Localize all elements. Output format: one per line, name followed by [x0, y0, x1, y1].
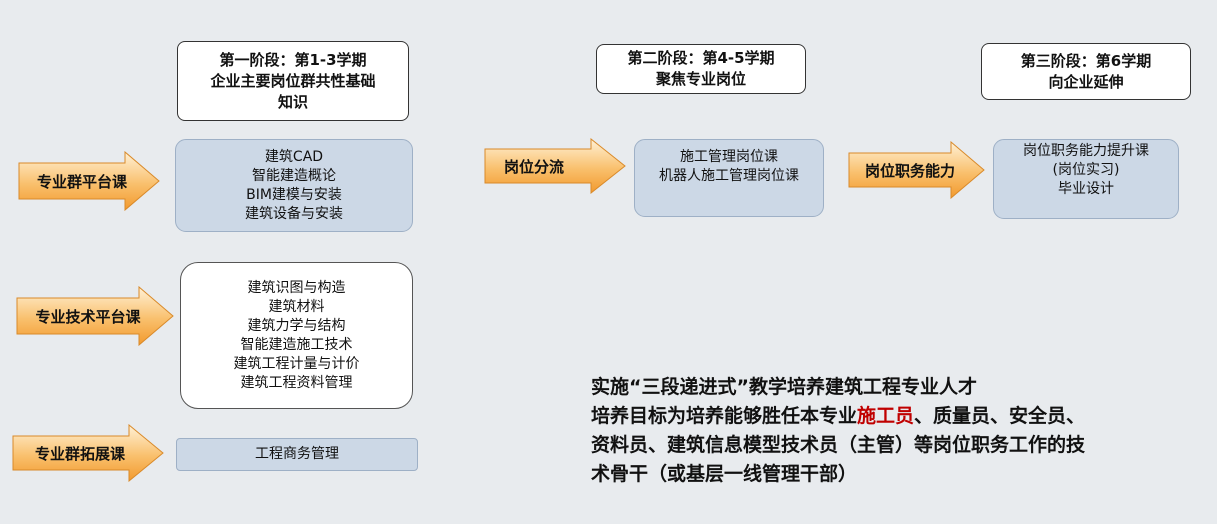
- course-item: 建筑CAD: [264, 148, 324, 165]
- summary-line-2-pre: 培养目标为培养能够胜任本专业: [591, 405, 858, 427]
- platform-course-arrow: 专业群平台课: [18, 151, 160, 211]
- course-item: 工程商务管理: [255, 446, 339, 462]
- stage-2-title: 第二阶段：第4-5学期: [627, 49, 775, 67]
- arrow-shape: [18, 151, 160, 211]
- course-item: 机器人施工管理岗位课: [659, 168, 799, 184]
- stage-1-subtitle-cont: 知识: [277, 92, 308, 111]
- arrow-shape: [12, 424, 164, 482]
- stage-3-title: 第三阶段：第6学期: [1020, 51, 1152, 70]
- course-item: 建筑材料: [268, 298, 325, 315]
- arrow-shape: [484, 138, 626, 194]
- arrow-shape: [16, 286, 174, 346]
- summary-line-2-post: 、质量员、安全员、: [914, 405, 1086, 427]
- stage-3-box: 第三阶段：第6学期 向企业延伸: [981, 43, 1191, 100]
- expand-course-label: 专业群拓展课: [34, 444, 125, 463]
- summary-line-1: 实施“三段递进式”教学培养建筑工程专业人才: [591, 376, 977, 398]
- stage-2-box: 第二阶段：第4-5学期 聚焦专业岗位: [596, 44, 806, 94]
- stage-2-subtitle: 聚焦专业岗位: [655, 70, 746, 88]
- summary-line-2: 培养目标为培养能够胜任本专业施工员、质量员、安全员、: [591, 402, 1211, 431]
- course-item: 智能建造施工技术: [240, 336, 353, 353]
- ability-arrow: 岗位职务能力: [848, 141, 985, 199]
- stage-2-courses-box: 施工管理岗位课 机器人施工管理岗位课: [634, 139, 824, 217]
- stage-1-title: 第一阶段：第1-3学期: [219, 50, 367, 69]
- course-item: 建筑工程计量与计价: [233, 355, 360, 372]
- course-item: 建筑工程资料管理: [240, 374, 353, 391]
- platform-course-label: 专业群平台课: [36, 172, 127, 191]
- divert-arrow: 岗位分流: [484, 138, 626, 194]
- expand-courses-box: 工程商务管理: [176, 438, 418, 471]
- arrow-shape: [848, 141, 985, 199]
- tech-course-label: 专业技术平台课: [35, 307, 141, 326]
- divert-label: 岗位分流: [503, 157, 564, 176]
- course-item: 岗位职务能力提升课: [1023, 142, 1149, 159]
- summary-text: 实施“三段递进式”教学培养建筑工程专业人才 培养目标为培养能够胜任本专业施工员、…: [591, 373, 1211, 489]
- stage-1-box: 第一阶段：第1-3学期 企业主要岗位群共性基础 知识: [177, 41, 409, 121]
- ability-label: 岗位职务能力: [864, 161, 955, 180]
- summary-line-4: 术骨干（或基层一线管理干部）: [591, 463, 858, 485]
- summary-highlight: 施工员: [857, 405, 915, 427]
- course-item: 建筑识图与构造: [247, 279, 346, 296]
- tech-course-arrow: 专业技术平台课: [16, 286, 174, 346]
- course-item: (岗位实习): [1052, 161, 1120, 178]
- course-item: 智能建造概论: [252, 167, 336, 184]
- course-item: 毕业设计: [1058, 180, 1114, 197]
- stage-3-subtitle: 向企业延伸: [1048, 72, 1124, 91]
- course-item: 建筑力学与结构: [247, 317, 346, 334]
- platform-courses-box: 建筑CAD 智能建造概论 BIM建模与安装 建筑设备与安装: [175, 139, 413, 232]
- summary-line-3: 资料员、建筑信息模型技术员（主管）等岗位职务工作的技: [591, 434, 1086, 456]
- tech-courses-box: 建筑识图与构造 建筑材料 建筑力学与结构 智能建造施工技术 建筑工程计量与计价 …: [180, 262, 413, 409]
- course-item: 施工管理岗位课: [680, 149, 778, 165]
- expand-course-arrow: 专业群拓展课: [12, 424, 164, 482]
- course-item: 建筑设备与安装: [245, 205, 343, 222]
- stage-1-subtitle: 企业主要岗位群共性基础: [210, 71, 376, 90]
- course-item: BIM建模与安装: [246, 186, 342, 203]
- stage-3-courses-box: 岗位职务能力提升课 (岗位实习) 毕业设计: [993, 139, 1179, 219]
